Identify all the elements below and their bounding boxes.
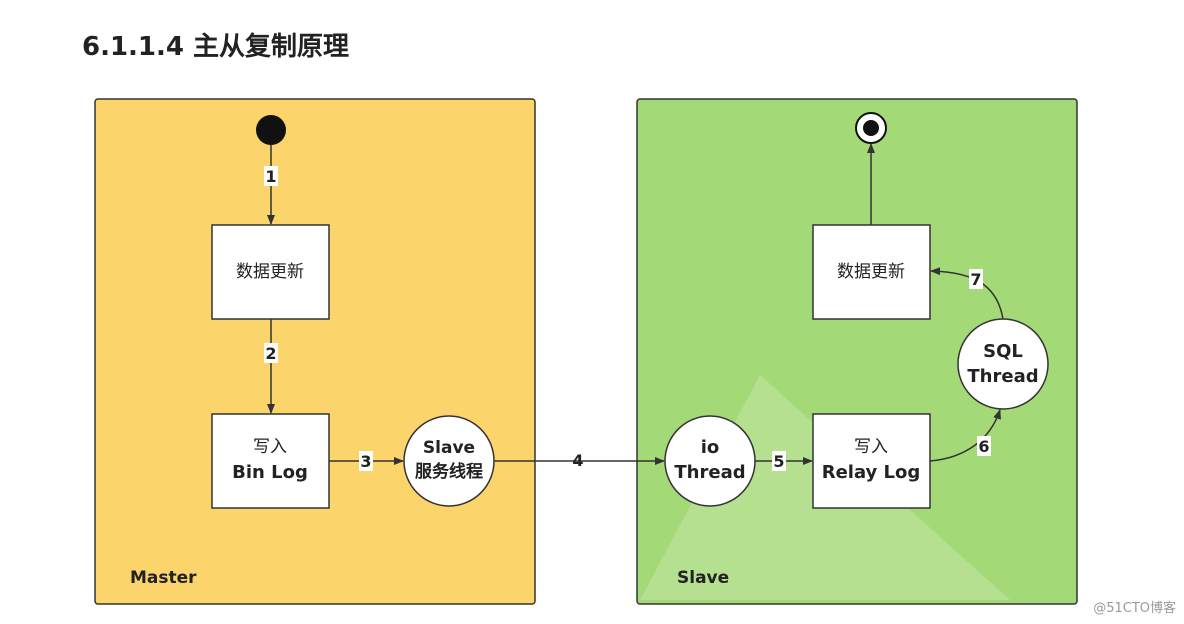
edge-7 xyxy=(930,267,1004,320)
io-thread-text-2: Thread xyxy=(674,462,745,483)
step-6-label: 6 xyxy=(978,437,989,456)
footer-watermark: @51CTO博客 xyxy=(1093,601,1176,616)
master-container xyxy=(94,98,536,605)
end-node-inner xyxy=(863,120,879,136)
step-6-bg xyxy=(977,436,991,456)
slave-service-thread-node xyxy=(403,415,495,507)
slave-update-text: 数据更新 xyxy=(837,262,905,282)
slave-service-text-1: Slave xyxy=(423,438,475,458)
sql-thread-text-2: Thread xyxy=(967,366,1038,387)
io-thread-node xyxy=(664,415,756,507)
step-2-label: 2 xyxy=(265,344,276,363)
step-5-bg xyxy=(772,451,786,471)
slave-service-text-2: 服务线程 xyxy=(415,461,483,482)
relay-log-text-2: Relay Log xyxy=(822,462,921,483)
sql-thread-text-1: SQL xyxy=(983,341,1023,362)
step-1-bg xyxy=(264,166,278,186)
relay-log-box xyxy=(812,413,931,509)
step-3-bg xyxy=(359,451,373,471)
binlog-text-2: Bin Log xyxy=(232,462,308,483)
binlog-box xyxy=(211,413,330,509)
master-update-box xyxy=(211,224,330,320)
io-thread-text-1: io xyxy=(701,437,720,458)
step-5-label: 5 xyxy=(773,452,784,471)
master-label: Master xyxy=(130,568,197,588)
relay-log-text-1: 写入 xyxy=(854,437,888,457)
step-1-label: 1 xyxy=(265,167,276,186)
slave-label: Slave xyxy=(677,568,729,588)
step-7-bg xyxy=(969,269,983,289)
step-2-bg xyxy=(264,343,278,363)
step-3-label: 3 xyxy=(360,452,371,471)
page-title: 6.1.1.4 主从复制原理 xyxy=(82,32,350,62)
sql-thread-node xyxy=(957,318,1049,410)
binlog-text-1: 写入 xyxy=(253,437,287,457)
step-4-label: 4 xyxy=(572,451,583,470)
edge-6 xyxy=(929,409,1001,462)
start-node xyxy=(256,115,286,145)
step-7-label: 7 xyxy=(970,270,981,289)
slave-update-box xyxy=(812,224,931,320)
master-update-text: 数据更新 xyxy=(236,262,304,282)
